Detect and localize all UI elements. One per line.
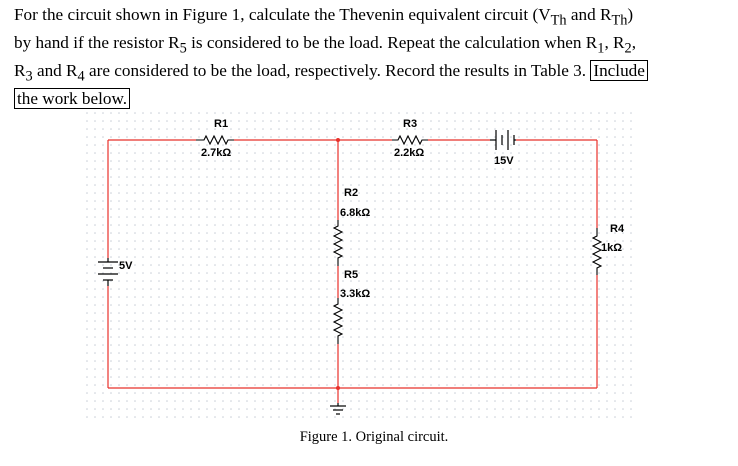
problem-line-3: R3 and R4 are considered to be the load,… xyxy=(14,59,726,88)
r3-label: R3 xyxy=(403,118,417,130)
r1-resistor-symbol xyxy=(196,134,234,146)
battery-5v-symbol xyxy=(98,258,118,286)
battery-15v-label: 15V xyxy=(494,155,514,167)
grid-background xyxy=(86,112,634,424)
r3-resistor-symbol xyxy=(392,134,428,146)
r1-value: 2.7kΩ xyxy=(201,147,231,159)
problem-statement: For the circuit shown in Figure 1, calcu… xyxy=(14,4,726,109)
r2-value: 6.8kΩ xyxy=(340,207,370,219)
work-below-boxed: the work below. xyxy=(14,87,131,109)
r2-resistor-symbol xyxy=(332,220,344,266)
figure-caption: Figure 1. Original circuit. xyxy=(299,429,449,445)
wires xyxy=(107,139,598,403)
battery-15v-symbol xyxy=(490,130,516,150)
battery-5v-label: 5V xyxy=(119,260,133,272)
r2-label: R2 xyxy=(344,187,358,199)
r4-resistor-symbol xyxy=(591,228,603,275)
node-dot-top xyxy=(336,138,340,142)
problem-line-4: the work below. xyxy=(14,87,726,110)
r5-value: 3.3kΩ xyxy=(340,288,370,300)
r4-label: R4 xyxy=(610,223,625,235)
problem-line-2: by hand if the resistor R5 is considered… xyxy=(14,32,636,57)
node-dot-bottom xyxy=(336,386,340,390)
r5-resistor-symbol xyxy=(332,298,344,344)
ground-symbol xyxy=(330,403,346,415)
r3-value: 2.2kΩ xyxy=(394,147,424,159)
problem-line-1: For the circuit shown in Figure 1, calcu… xyxy=(14,5,634,29)
r5-label: R5 xyxy=(344,269,358,281)
r1-label: R1 xyxy=(214,118,228,130)
include-boxed: Include xyxy=(590,59,648,81)
r4-value: 1kΩ xyxy=(601,242,622,254)
